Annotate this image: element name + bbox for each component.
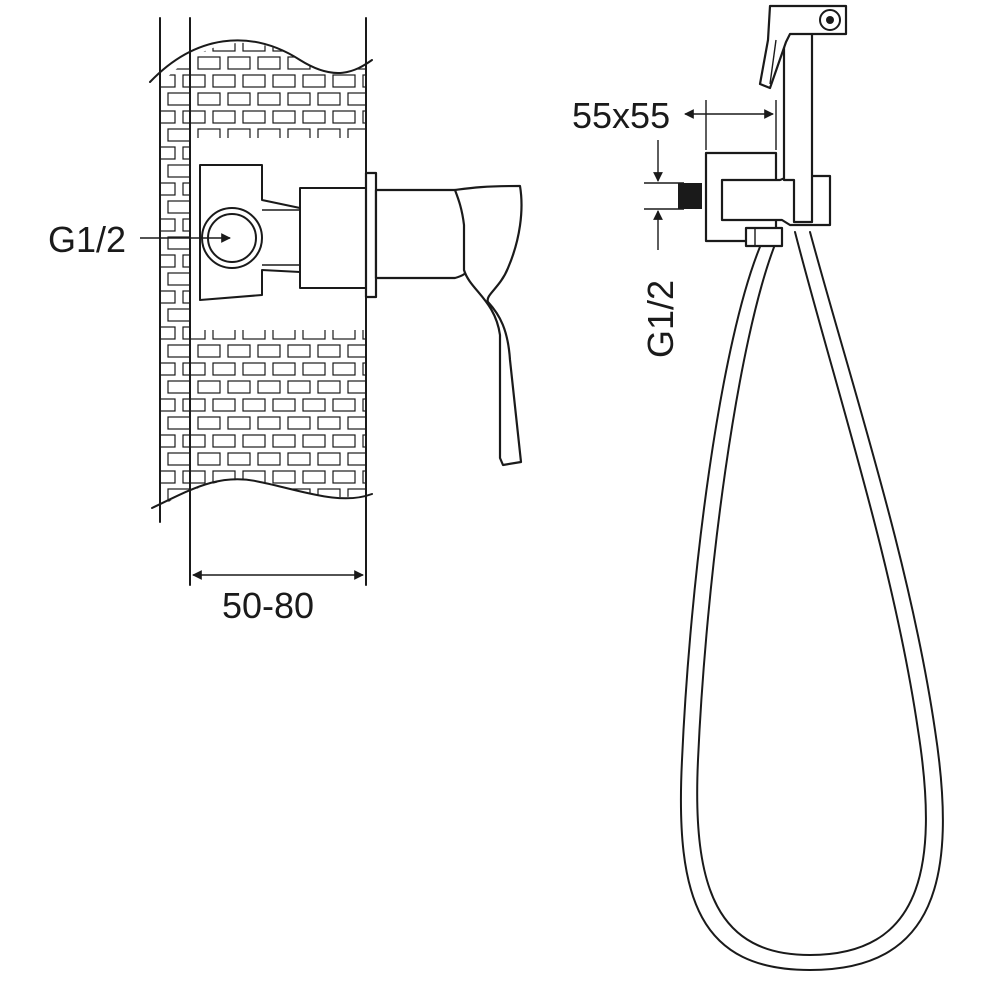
nozzle-center [826,16,834,24]
hose-connector-nut [744,226,784,248]
lever-handle [453,184,523,467]
upper-brick-area [160,42,366,139]
wall-depth-label: 50-80 [222,585,314,626]
left-brick-column [160,138,190,330]
holder-bracket [720,174,832,227]
cavity [190,138,366,330]
wall-section [149,17,373,586]
lower-brick-area [160,330,366,506]
trigger-line [769,39,777,85]
shower-head [758,4,848,90]
hygienic-shower-set [678,4,944,971]
g12-label-left: G1/2 [48,219,126,260]
flange-size-label: 55x55 [572,95,670,136]
flange-dimension [684,100,777,150]
hose-inner [696,231,927,956]
hose-outer [679,231,944,971]
inlet-thread-dimension [644,140,684,250]
inlet-nipple [678,183,702,209]
lever-body [374,188,472,280]
nozzle-face [819,9,841,31]
escutcheon-plate [364,171,378,299]
lower-break-line [151,478,373,509]
concealed-mixer [140,164,523,467]
upper-break-line [149,39,373,83]
g12-label-right: G1/2 [640,280,681,358]
